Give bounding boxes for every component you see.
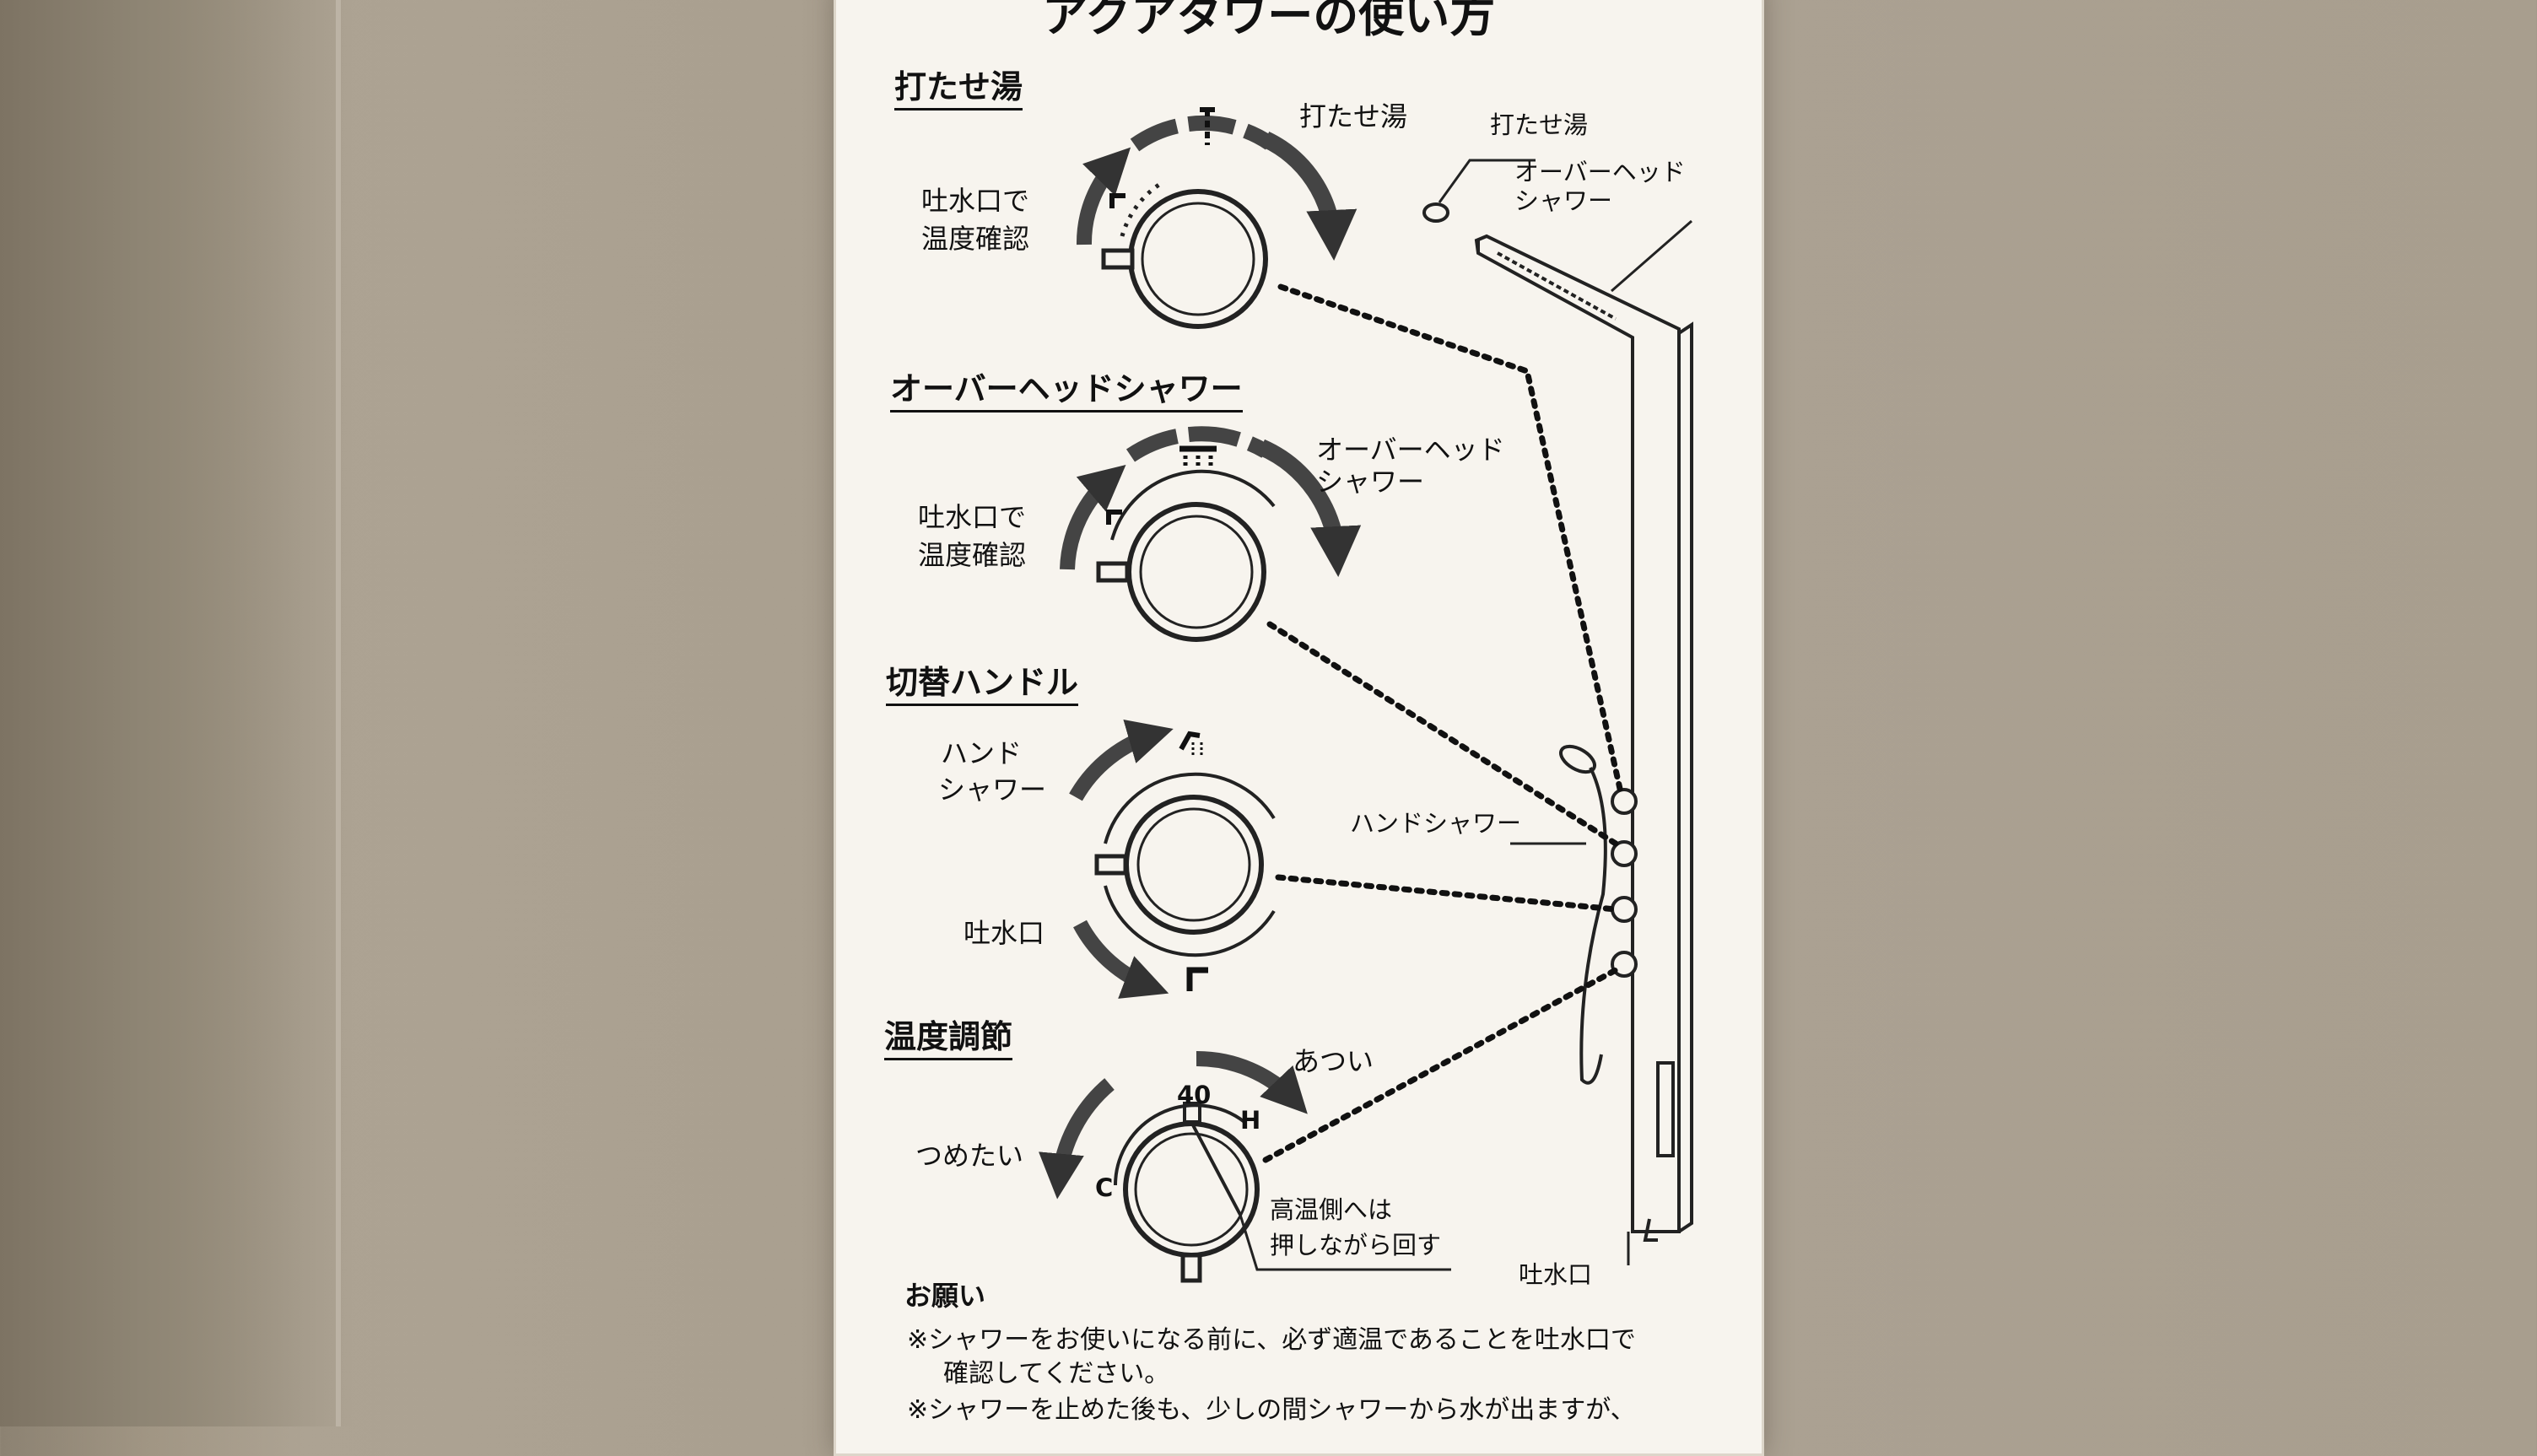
- overhead-dial: [1096, 502, 1266, 642]
- overhead-check-label-1: 吐水口で: [918, 501, 1027, 533]
- temperature-h-mark: H: [1240, 1106, 1261, 1135]
- switch-inner-arc-top: [1104, 772, 1276, 844]
- overhead-arc-left: [1060, 465, 1126, 570]
- temperature-mark-40: 40: [1177, 1081, 1212, 1109]
- temperature-inner-arc: [1114, 1103, 1246, 1186]
- overhead-inner-arc: [1110, 469, 1276, 541]
- tower-utase-spout: [1422, 202, 1449, 223]
- instruction-illustrations: [1039, 107, 1693, 1283]
- hand-shower-icon: [1179, 731, 1203, 756]
- utase-water-icon: [1200, 107, 1215, 145]
- utase-dotted-guide: [1120, 179, 1166, 237]
- tower-utase-label: 打たせ湯: [1490, 111, 1589, 139]
- instruction-panel: [834, 0, 1764, 1456]
- utase-tap-icon: [1109, 193, 1125, 208]
- switch-dial: [1094, 795, 1264, 935]
- overhead-arc-top: [1125, 426, 1270, 462]
- push-note-leader: [1239, 1214, 1451, 1271]
- overhead-tap-icon: [1106, 510, 1122, 525]
- utase-check-label-2: 温度確認: [921, 223, 1030, 255]
- temperature-arc-hot: [1196, 1050, 1308, 1114]
- page-title: アクアタワーの使い方: [1042, 0, 1496, 42]
- temperature-dial: [1123, 1102, 1260, 1283]
- tower-hand-shower-label: ハンドシャワー: [1350, 809, 1522, 838]
- push-note-2: 押しながら回す: [1270, 1231, 1442, 1259]
- tower-leader-lines: [1438, 159, 1692, 1265]
- utase-arc-right: [1261, 131, 1358, 261]
- heading-overhead: オーバーヘッドシャワー: [890, 370, 1243, 413]
- aqua-tower-illustration: [1474, 234, 1693, 1242]
- switch-spout-label: 吐水口: [964, 917, 1045, 949]
- utase-check-label-1: 吐水口で: [921, 185, 1030, 217]
- tower-overhead-label-1: オーバーヘッド: [1514, 158, 1686, 186]
- switch-inner-arc-bottom: [1104, 885, 1276, 957]
- dotted-connectors: [1262, 283, 1623, 1163]
- utase-arc-left: [1076, 147, 1131, 245]
- overhead-check-label-2: 温度確認: [918, 539, 1027, 571]
- utase-target-label: 打たせ湯: [1299, 100, 1408, 132]
- utase-dial: [1101, 189, 1268, 329]
- heading-switch: 切替ハンドル: [886, 664, 1079, 706]
- overhead-target-label-2: シャワー: [1316, 466, 1425, 498]
- tower-overhead-label-2: シャワー: [1514, 186, 1613, 215]
- overhead-shower-icon: [1179, 445, 1217, 469]
- temperature-hot-label: あつい: [1293, 1045, 1374, 1077]
- utase-arc-top: [1130, 115, 1275, 152]
- switch-hand-label-1: ハンド: [941, 737, 1023, 769]
- wall-shadow: [0, 0, 354, 1426]
- switch-arc-up: [1069, 720, 1174, 801]
- tower-knobs: [1611, 788, 1638, 978]
- notes-line-1: ※シャワーをお使いになる前に、必ず適温であることを吐水口で: [907, 1325, 1636, 1355]
- heading-utase: 打たせ湯: [894, 68, 1023, 111]
- temperature-arc-cold: [1039, 1078, 1115, 1200]
- switch-hand-label-2: シャワー: [938, 774, 1047, 806]
- temperature-cold-label: つめたい: [915, 1140, 1024, 1172]
- heading-temperature: 温度調節: [884, 1018, 1013, 1060]
- overhead-target-label-1: オーバーヘッド: [1316, 434, 1505, 466]
- switch-arc-down: [1073, 919, 1169, 999]
- tower-spout-label: 吐水口: [1519, 1260, 1593, 1289]
- wall-edge: [336, 0, 341, 1426]
- notes-line-2: 確認してください。: [943, 1359, 1170, 1389]
- notes-heading: お願い: [904, 1280, 986, 1312]
- spout-tap-icon: [1186, 967, 1208, 991]
- notes-line-3: ※シャワーを止めた後も、少しの間シャワーから水が出ますが、: [907, 1395, 1636, 1425]
- push-note-1: 高温側へは: [1270, 1195, 1393, 1224]
- overhead-arc-right: [1257, 439, 1362, 577]
- temperature-c-mark: C: [1095, 1173, 1114, 1202]
- tower-hand-shower: [1559, 744, 1607, 1085]
